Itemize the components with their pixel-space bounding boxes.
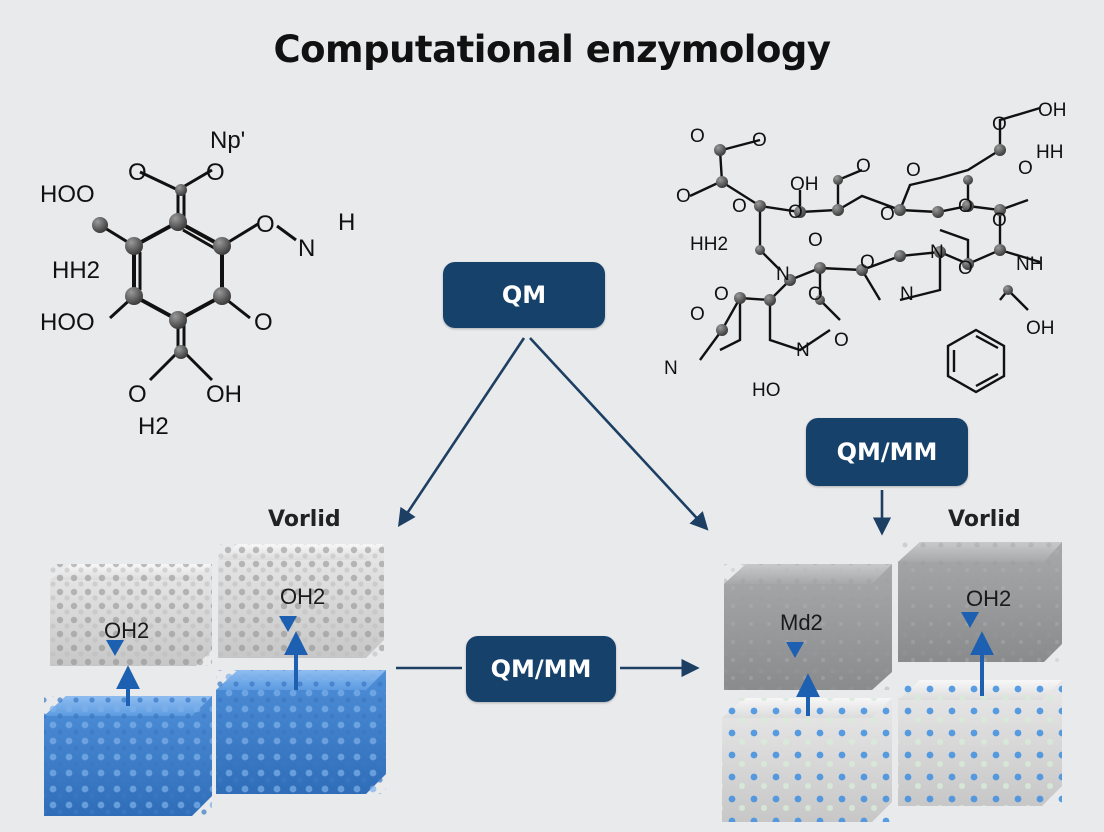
left-mol-label-8: HOO (40, 309, 95, 336)
right-mol-label-26: N (664, 358, 678, 379)
right-mol-label-25: OH (1026, 318, 1055, 339)
right-mol-label-13: N (776, 264, 790, 285)
right-mol-label-12: HH2 (690, 234, 728, 255)
right-mol-label-0: O (690, 126, 705, 147)
left-white-block-2 (218, 544, 384, 658)
left-group-label: Vorlid (268, 507, 341, 532)
left-mol-label-7: HH2 (52, 257, 100, 284)
arrow-qm-to-left (397, 337, 526, 528)
qm-node-label: QM (501, 281, 547, 309)
right-mol-label-30: HO (752, 380, 781, 401)
right-mol-label-22: O (714, 284, 729, 305)
qmmm-node-right[interactable]: QM/MM (806, 418, 968, 486)
right-mol-label-3: O (752, 130, 767, 151)
left-mol-label-1: HOO (40, 181, 95, 208)
right-mol-label-27: O (690, 304, 705, 325)
left-molecule-structure: Np' HOO O O O N H HH2 HOO O O OH H2 (40, 127, 355, 440)
left-mol-label-2: O (128, 159, 147, 186)
left-blue-block-1 (44, 696, 212, 816)
right-mol-label-6: OH (790, 174, 819, 195)
qmmm-node-center[interactable]: QM/MM (466, 636, 616, 702)
right-gray-block-1 (724, 564, 892, 690)
left-mol-label-5: N (298, 235, 315, 262)
left-block1-label: OH2 (104, 618, 149, 643)
right-mol-label-10: O (906, 160, 921, 181)
right-mol-label-19: NH (1016, 254, 1043, 275)
arrow-qm-to-right (529, 337, 709, 531)
left-mol-label-9: O (254, 309, 273, 336)
right-group-label: Vorlid (948, 507, 1021, 532)
right-mol-label-28: N (796, 340, 810, 361)
left-mol-label-0: Np' (210, 127, 245, 154)
left-mol-label-12: H2 (138, 413, 169, 440)
left-mol-label-10: O (128, 381, 147, 408)
right-mol-label-29: O (834, 330, 849, 351)
left-mol-label-4: O (256, 211, 275, 238)
connector-arrows (396, 337, 892, 678)
right-mol-label-21: O (860, 252, 875, 273)
right-mixed-block-1 (722, 698, 892, 822)
right-mol-label-11: O (880, 204, 895, 225)
left-block2-label: OH2 (280, 584, 325, 609)
right-mol-label-17: O (992, 210, 1007, 231)
left-mol-label-11: OH (206, 381, 242, 408)
left-blue-block-2 (216, 670, 386, 794)
qmmm-node-center-label: QM/MM (490, 655, 592, 683)
right-molecule-structure: O OH O O HH O OH O O O O O HH2 N O O O O… (664, 100, 1067, 401)
left-mol-label-3: O (206, 159, 225, 186)
left-mol-label-6: H (338, 209, 355, 236)
right-mol-label-20: O (958, 258, 973, 279)
right-mol-label-16: O (958, 196, 973, 217)
right-mol-label-24: N (900, 284, 914, 305)
left-block-group: OH2 OH2 (44, 544, 386, 816)
right-mol-label-18: N (930, 242, 944, 263)
qm-node[interactable]: QM (443, 262, 605, 328)
right-mol-label-9: O (856, 156, 871, 177)
diagram-title: Computational enzymology (273, 28, 831, 71)
right-mol-label-4: HH (1036, 142, 1063, 163)
right-mol-label-14: O (788, 202, 803, 223)
right-mol-label-7: O (676, 186, 691, 207)
right-mol-label-8: O (732, 196, 747, 217)
right-block-group: Md2 OH2 (722, 542, 1062, 822)
right-block2-label: OH2 (966, 586, 1011, 611)
right-mol-label-5: O (1018, 158, 1033, 179)
right-mol-label-23: O (808, 284, 823, 305)
left-white-block-1 (50, 564, 212, 666)
right-mol-label-1: OH (1038, 100, 1067, 121)
qmmm-node-right-label: QM/MM (836, 438, 938, 466)
right-mol-label-15: O (808, 230, 823, 251)
right-mixed-block-2 (898, 680, 1062, 806)
right-mol-label-2: O (992, 114, 1007, 135)
right-block1-label: Md2 (780, 610, 823, 635)
